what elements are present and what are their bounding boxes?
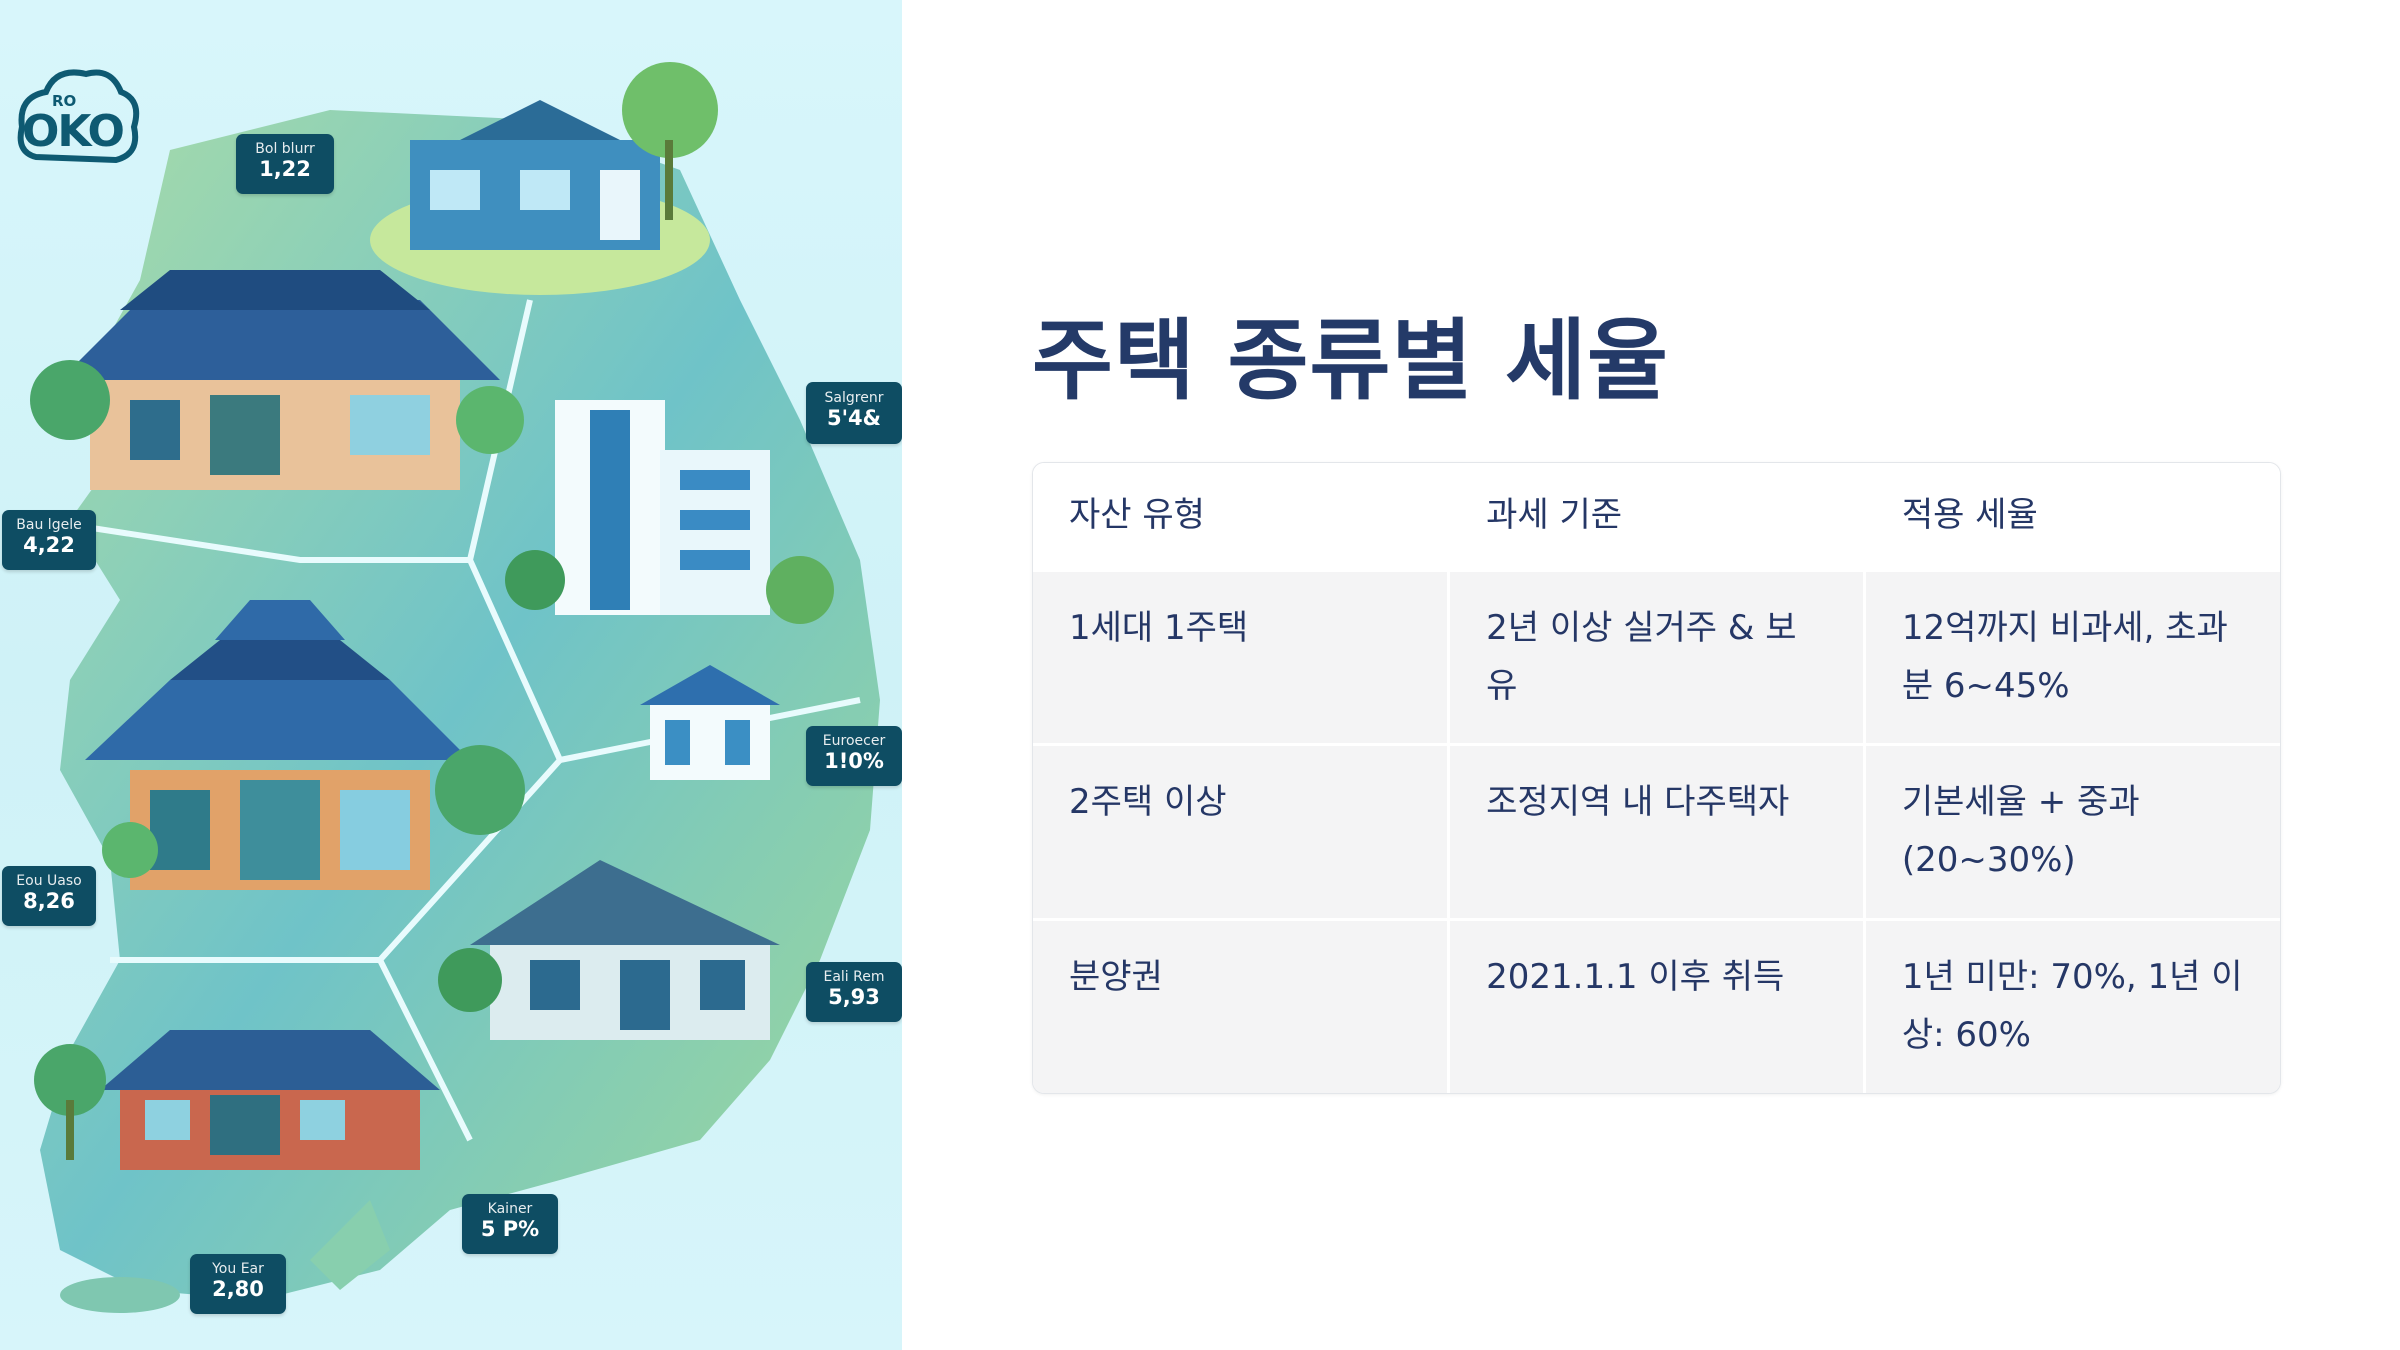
map-tag-value: 1!0% <box>824 749 884 774</box>
map-tag-value: 8,26 <box>23 889 75 914</box>
cloud-logo-icon <box>17 69 140 164</box>
map-tag-value: 4,22 <box>23 533 75 558</box>
table-cell: 분양권 <box>1033 917 1449 1093</box>
tax-rate-table: 자산 유형 과세 기준 적용 세율 1세대 1주택 2년 이상 실거주 & 보유… <box>1033 463 2280 1093</box>
map-tag-value: 1,22 <box>259 157 311 182</box>
korea-housing-map-illustration: RO OKO Bol blurr 1,22 Salgrenr 5'4& Bau … <box>0 0 902 1350</box>
map-tag-value: 2,80 <box>212 1277 264 1302</box>
table-row: 분양권 2021.1.1 이후 취득 1년 미만: 70%, 1년 이상: 60… <box>1033 917 2280 1093</box>
map-tag-3: Bau lgele 4,22 <box>2 510 96 570</box>
table-cell: 2021.1.1 이후 취득 <box>1447 917 1865 1093</box>
map-tag-7: Kainer 5 P% <box>462 1194 558 1254</box>
table-cell: 1년 미만: 70%, 1년 이상: 60% <box>1862 917 2280 1093</box>
map-tag-5: Eou Uaso 8,26 <box>2 866 96 926</box>
table-header-row: 자산 유형 과세 기준 적용 세율 <box>1033 463 2280 571</box>
map-artwork <box>30 62 880 1313</box>
map-tag-label: Salgrenr <box>824 390 884 406</box>
column-header-asset-type: 자산 유형 <box>1033 463 1449 571</box>
logo-small-text: RO <box>52 92 77 110</box>
map-tag-value: 5,93 <box>828 985 880 1010</box>
tax-rate-table-card: 자산 유형 과세 기준 적용 세율 1세대 1주택 2년 이상 실거주 & 보유… <box>1032 462 2281 1094</box>
table-cell: 조정지역 내 다주택자 <box>1447 743 1865 920</box>
map-tag-2: Salgrenr 5'4& <box>806 382 902 444</box>
column-header-applied-rate: 적용 세율 <box>1862 463 2280 571</box>
map-tag-label: You Ear <box>212 1261 264 1277</box>
table-row: 1세대 1주택 2년 이상 실거주 & 보유 12억까지 비과세, 초과분 6~… <box>1033 568 2280 745</box>
map-tag-label: Bol blurr <box>255 141 315 157</box>
map-tag-label: Kainer <box>487 1201 533 1217</box>
map-tag-label: Eou Uaso <box>16 873 82 889</box>
map-tag-4: Euroecer 1!0% <box>806 726 902 786</box>
table-cell: 12억까지 비과세, 초과분 6~45% <box>1862 568 2280 745</box>
map-tag-1: Bol blurr 1,22 <box>236 134 334 194</box>
column-header-tax-basis: 과세 기준 <box>1447 463 1865 571</box>
oko-logo: RO OKO <box>16 62 142 182</box>
map-tag-label: Euroecer <box>822 733 886 749</box>
map-tag-value: 5 P% <box>480 1217 540 1242</box>
map-tag-label: Eali Rem <box>823 969 885 985</box>
table-cell: 기본세율 + 중과 (20~30%) <box>1862 743 2280 920</box>
page-title: 주택 종류별 세율 <box>1032 309 1669 412</box>
map-tag-8: You Ear 2,80 <box>190 1254 286 1314</box>
map-tag-value: 5'4& <box>827 406 881 431</box>
table-cell: 1세대 1주택 <box>1033 568 1449 745</box>
table-row: 2주택 이상 조정지역 내 다주택자 기본세율 + 중과 (20~30%) <box>1033 743 2280 920</box>
table-cell: 2주택 이상 <box>1033 743 1449 920</box>
map-tag-6: Eali Rem 5,93 <box>806 962 902 1022</box>
map-tag-label: Bau lgele <box>16 517 82 533</box>
table-cell: 2년 이상 실거주 & 보유 <box>1447 568 1865 745</box>
logo-text: OKO <box>22 106 125 157</box>
